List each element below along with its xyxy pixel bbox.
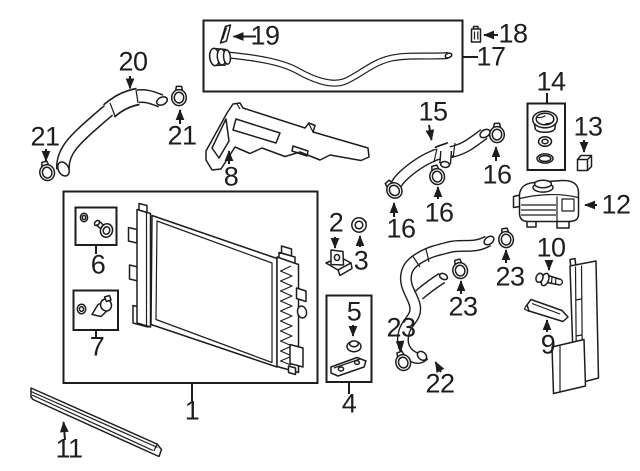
- box-drain-valve-7: [72, 289, 119, 331]
- clamp-23-top: [496, 226, 516, 250]
- radiator-hose-22: [396, 235, 495, 365]
- insulator-3: [351, 217, 368, 233]
- callout-16-middle[interactable]: 16: [424, 197, 454, 228]
- callout-8[interactable]: 8: [223, 161, 239, 192]
- box-overflow-hose-17: [202, 19, 464, 93]
- callout-13[interactable]: 13: [573, 111, 603, 142]
- callout-11[interactable]: 11: [55, 433, 83, 464]
- callout-14[interactable]: 14: [536, 66, 566, 97]
- callout-arrows: [41, 30, 597, 441]
- overflow-hose-17: [208, 47, 453, 87]
- sight-shield-8: [205, 102, 370, 171]
- callout-18[interactable]: 18: [498, 18, 528, 49]
- clamp-23-middle: [449, 257, 471, 281]
- clip-19-icon: [219, 24, 232, 44]
- retainer-10: [535, 272, 564, 287]
- clip-18-icon: [470, 25, 482, 43]
- callout-21-left[interactable]: 21: [30, 121, 60, 152]
- radiator-core: [127, 202, 308, 376]
- callout-10[interactable]: 10: [536, 232, 566, 263]
- callout-19[interactable]: 19: [250, 20, 280, 51]
- callout-23-top[interactable]: 23: [495, 261, 525, 292]
- callout-16-left[interactable]: 16: [386, 213, 416, 244]
- radiator-hose-15: [387, 128, 491, 197]
- callout-4[interactable]: 4: [341, 388, 357, 419]
- callout-22[interactable]: 22: [425, 368, 455, 399]
- air-baffle-9: [523, 257, 600, 395]
- box-radiator-1: [62, 190, 319, 384]
- bracket-2: [325, 249, 353, 277]
- callout-23-left[interactable]: 23: [386, 312, 416, 343]
- callout-6[interactable]: 6: [90, 249, 106, 280]
- callout-1[interactable]: 1: [184, 395, 200, 426]
- callout-15[interactable]: 15: [418, 96, 448, 127]
- radiator-hose-20: [56, 87, 169, 177]
- callout-17[interactable]: 17: [476, 41, 506, 72]
- clamp-21-right: [170, 85, 188, 107]
- clamp-16-right: [488, 122, 506, 144]
- air-deflector-11: [30, 387, 163, 458]
- callout-16-right[interactable]: 16: [482, 159, 512, 190]
- leader-lines: [95, 56, 548, 401]
- sensor-13: [576, 154, 593, 172]
- callout-20[interactable]: 20: [118, 46, 148, 77]
- box-cap-kit-14: [526, 102, 566, 171]
- callout-23-middle[interactable]: 23: [448, 291, 478, 322]
- callout-12[interactable]: 12: [601, 189, 631, 220]
- coolant-reservoir-12: [512, 179, 580, 229]
- callout-9[interactable]: 9: [540, 329, 556, 360]
- clamp-21-left: [36, 159, 58, 183]
- callout-7[interactable]: 7: [89, 331, 105, 362]
- box-drain-cock-6: [74, 206, 118, 246]
- callout-3[interactable]: 3: [353, 245, 369, 276]
- callout-2[interactable]: 2: [328, 207, 344, 238]
- callout-5[interactable]: 5: [346, 296, 362, 327]
- callout-21-right[interactable]: 21: [167, 120, 197, 151]
